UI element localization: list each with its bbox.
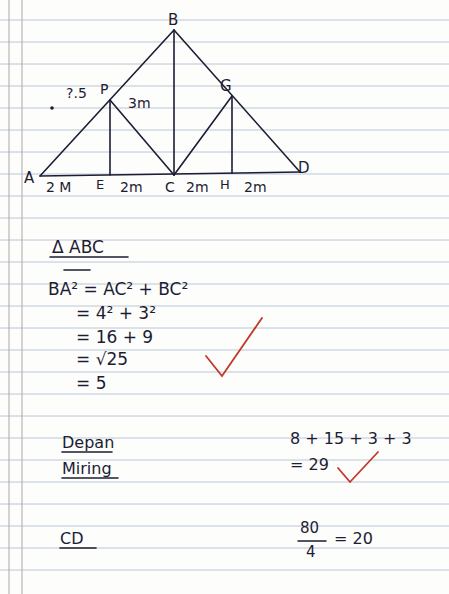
working-value: = 20 <box>334 530 373 548</box>
working-value: 8 + 15 + 3 + 3 <box>290 430 412 448</box>
point-label: E <box>96 178 104 192</box>
equation-line: = √25 <box>76 350 128 369</box>
point-label: D <box>298 160 310 177</box>
working-label: Miring <box>62 460 112 478</box>
dimension-label: ?.5 <box>66 86 87 101</box>
dimension-label: 2m <box>244 180 267 195</box>
point-label: G <box>220 78 232 95</box>
fraction-numerator: 80 <box>300 520 319 537</box>
point-label: A <box>24 170 34 187</box>
point-label: C <box>165 180 175 195</box>
dimension-label: 2m <box>186 180 209 195</box>
working-label: CD <box>60 530 84 548</box>
dimension-label: 2m <box>120 180 143 195</box>
dimension-label: 2 M <box>46 180 71 195</box>
working-heading: Δ ABC <box>52 238 104 257</box>
fraction-denominator: 4 <box>306 544 316 561</box>
working-label: Depan <box>62 434 114 452</box>
point-label: H <box>220 178 230 192</box>
equation-line: BA² = AC² + BC² <box>48 280 188 299</box>
working-value: = 29 <box>290 456 329 474</box>
equation-line: = 5 <box>76 374 106 393</box>
point-label: P <box>100 82 108 97</box>
equation-line: = 4² + 3² <box>76 304 156 323</box>
dimension-label: 3m <box>128 96 151 111</box>
equation-line: = 16 + 9 <box>76 328 153 347</box>
point-label: B <box>168 12 178 29</box>
